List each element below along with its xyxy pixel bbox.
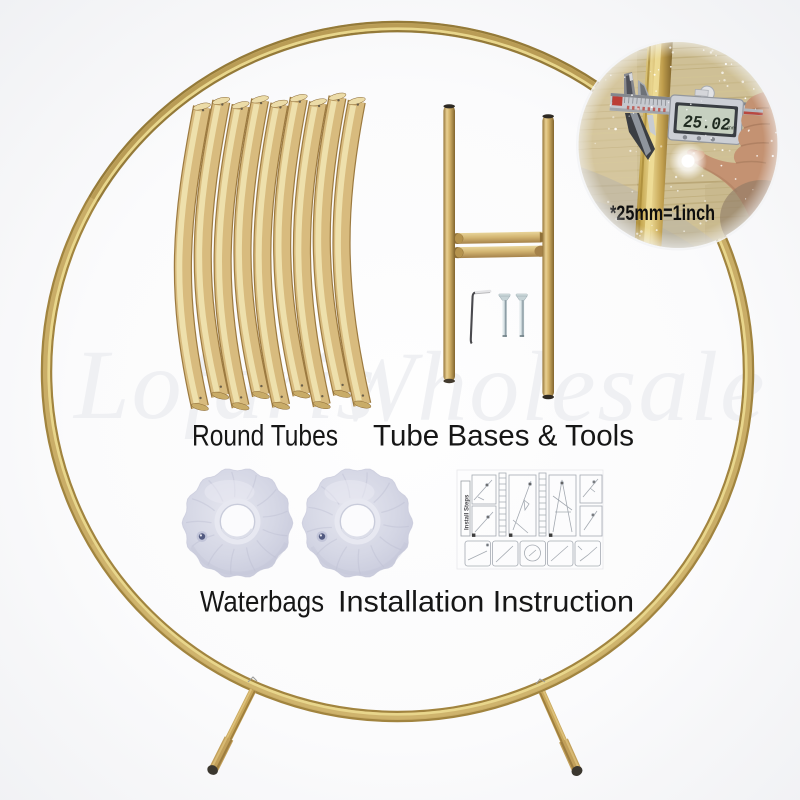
svg-text:Tube Bases & Tools: Tube Bases & Tools <box>373 420 634 453</box>
svg-text:Install Steps: Install Steps <box>465 494 471 530</box>
svg-text:Installation Instruction: Installation Instruction <box>338 586 634 619</box>
svg-text:Waterbags: Waterbags <box>200 586 324 619</box>
svg-text:Round Tubes: Round Tubes <box>192 420 338 453</box>
